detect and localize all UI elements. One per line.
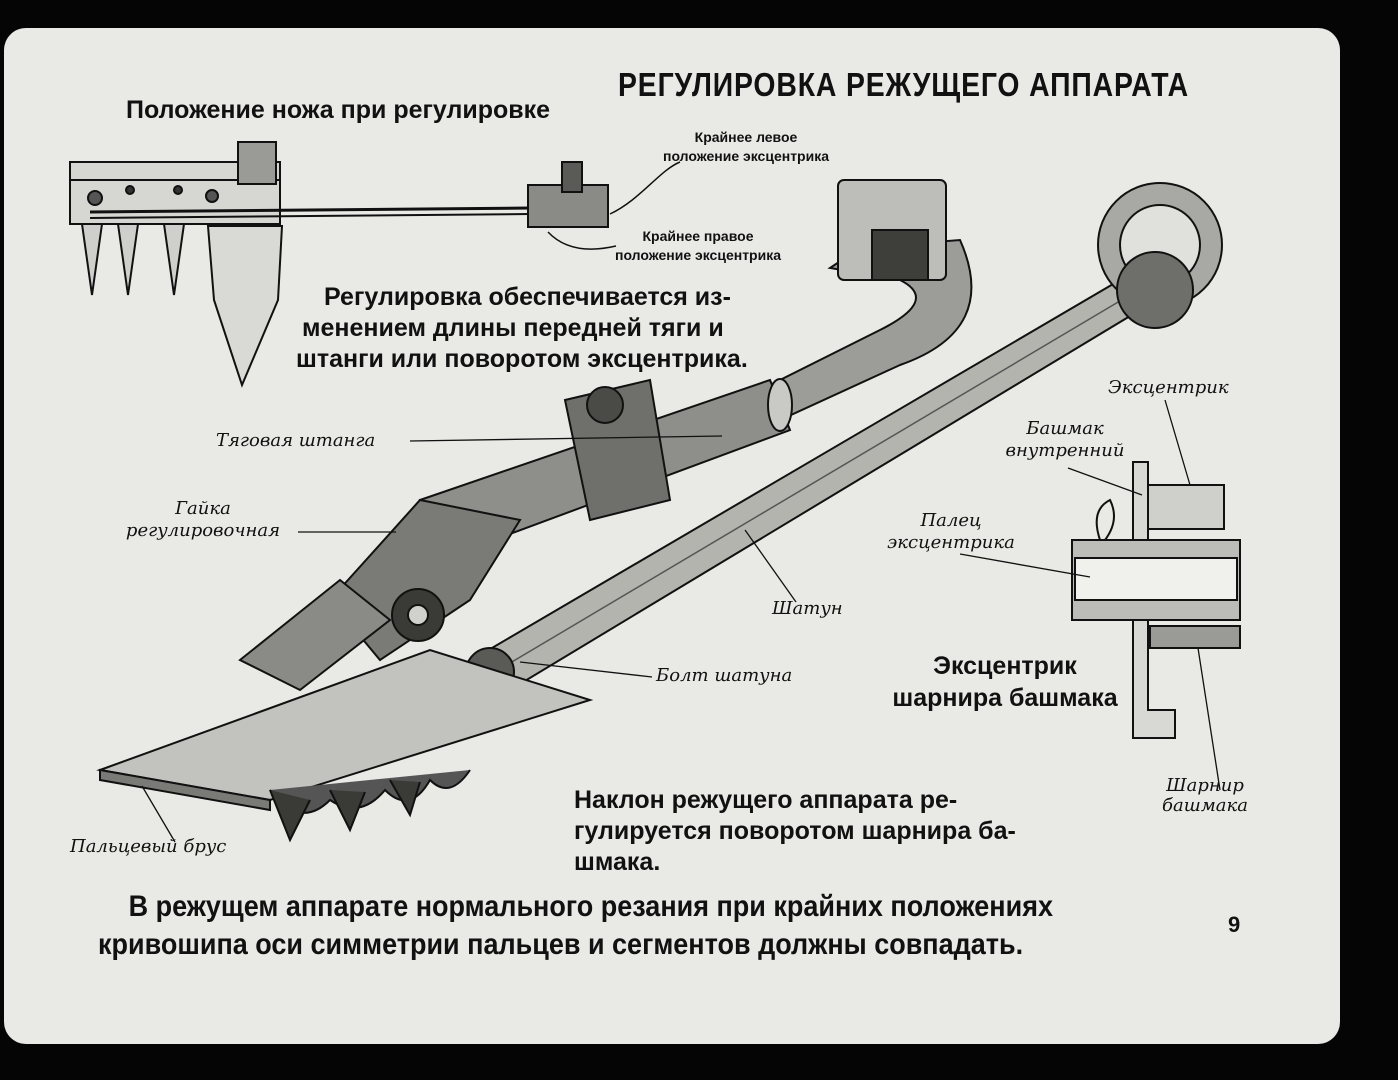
finger-bar-label: Пальцевый брус [70, 836, 227, 857]
traction-rod-label: Тяговая штанга [216, 430, 376, 451]
knife-position-drawing [69, 141, 681, 388]
tilt-paragraph: Наклон режущего аппарата ре- гулируется … [574, 786, 1016, 876]
page-number: 9 [1228, 912, 1241, 937]
eccentric-hinge-drawing [1071, 461, 1241, 739]
connecting-rod-drawing [465, 182, 1223, 697]
leader-lines [141, 399, 1221, 843]
eccentric-label: Эксцентрик [1108, 377, 1229, 398]
conclusion-text: В режущем аппарате нормального резания п… [98, 890, 1053, 961]
page-title: РЕГУЛИРОВКА РЕЖУЩЕГО АППАРАТА [618, 66, 1189, 103]
inner-shoe-label: Башмак внутренний [1005, 418, 1125, 461]
eccentric-pin-label: Палец эксцентрика [887, 510, 1015, 553]
finger-bar-drawing [96, 648, 594, 843]
adjustment-paragraph: Регулировка обеспечивается из- менением … [296, 283, 748, 373]
connecting-rod-label: Шатун [772, 598, 843, 619]
knife-position-heading: Положение ножа при регулировке [126, 96, 551, 124]
eccentric-right-label: Крайнее правое положение эксцентрика [615, 228, 781, 263]
traction-rod-drawing [238, 179, 973, 692]
eccentric-left-label: Крайнее левое положение эксцентрика [663, 129, 829, 164]
eccentric-hinge-heading: Эксцентрик шарнира башмака [892, 652, 1118, 712]
conrod-bolt-label: Болт шатуна [656, 665, 793, 686]
adjust-nut-label: Гайка регулировочная [125, 498, 281, 541]
shoe-hinge-label: Шарнир башмака [1162, 775, 1248, 816]
